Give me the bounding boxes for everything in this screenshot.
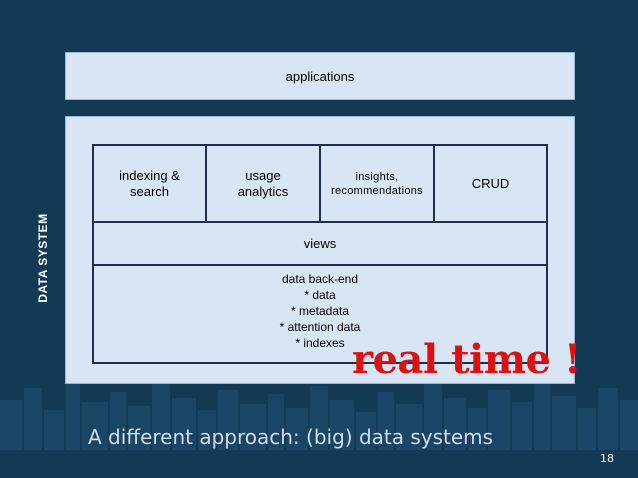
views-cell: views (94, 223, 546, 266)
data-system-label: DATA SYSTEM (36, 213, 50, 303)
usage-label-line1: usage (245, 167, 281, 183)
data-backend-cell: data back-end * data * metadata * attent… (94, 266, 546, 362)
applications-box: applications (65, 52, 575, 100)
backend-item-data: * data (304, 288, 336, 302)
crud-label: CRUD (471, 176, 510, 191)
real-time-annotation: real time ! (352, 336, 582, 383)
backend-item-indexes: * indexes (295, 336, 345, 350)
backend-title: data back-end (281, 272, 359, 286)
indexing-label-line1: indexing & (119, 167, 180, 183)
backend-item-attention-data: * attention data (279, 320, 361, 334)
applications-label: applications (285, 68, 355, 84)
insights-recommendations-cell: insights, recommendations (321, 146, 435, 223)
crud-cell: CRUD (435, 146, 546, 223)
backend-item-metadata: * metadata (290, 304, 350, 318)
slide-caption: A different approach: (big) data systems (88, 425, 494, 449)
components-grid: indexing & search usage analytics insigh… (92, 144, 548, 364)
page-number: 18 (600, 452, 614, 465)
indexing-search-cell: indexing & search (94, 146, 207, 223)
indexing-label-line2: search (129, 183, 170, 199)
usage-label-line2: analytics (237, 183, 289, 199)
views-label: views (303, 236, 337, 251)
city-skyline-background (0, 380, 638, 450)
insights-label-line2: recommendations (331, 184, 423, 197)
usage-analytics-cell: usage analytics (207, 146, 321, 223)
insights-label-line1: insights, (355, 170, 399, 183)
